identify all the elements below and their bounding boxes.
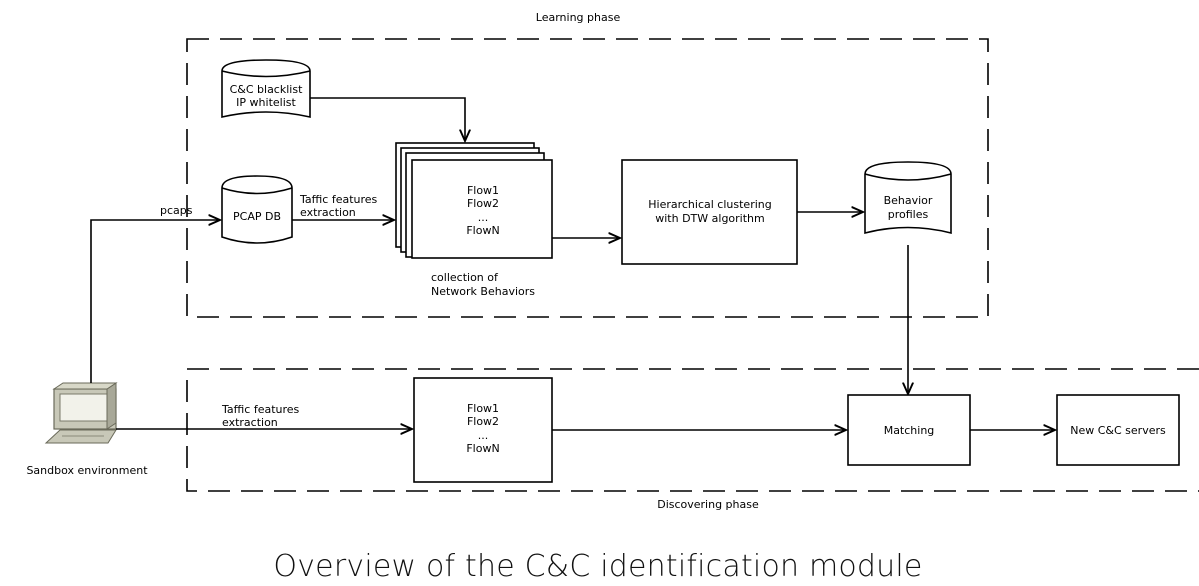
clustering-line1: Hierarchical clustering bbox=[648, 198, 771, 211]
whitelist-label: IP whitelist bbox=[236, 96, 296, 109]
pcap-db-label: PCAP DB bbox=[233, 210, 281, 223]
flow-top-3: ... bbox=[478, 211, 489, 224]
sandbox-computer-icon: Sandbox environment bbox=[26, 382, 148, 477]
learning-phase-label: Learning phase bbox=[536, 11, 621, 24]
discovering-phase-frame: Discovering phase bbox=[186, 368, 1199, 511]
discovering-phase-label: Discovering phase bbox=[657, 498, 759, 511]
learning-phase-frame: Learning phase bbox=[186, 11, 989, 318]
flows-bottom-box: Flow1 Flow2 ... FlowN bbox=[413, 377, 553, 483]
flow-top-2: Flow2 bbox=[467, 197, 499, 210]
pcaps-connector: pcaps bbox=[90, 204, 220, 383]
clustering-box: Hierarchical clustering with DTW algorit… bbox=[621, 159, 798, 265]
traffic-extraction-top-connector: Taffic features extraction bbox=[292, 193, 394, 220]
clustering-line2: with DTW algorithm bbox=[655, 212, 764, 225]
flow-bottom-1: Flow1 bbox=[467, 402, 499, 415]
behavior-profiles-database: Behavior profiles bbox=[864, 161, 952, 235]
flow-bottom-2: Flow2 bbox=[467, 415, 499, 428]
sandbox-label: Sandbox environment bbox=[26, 464, 148, 477]
flow-bottom-n: FlowN bbox=[466, 442, 499, 455]
pcap-database: PCAP DB bbox=[221, 175, 293, 244]
new-servers-label: New C&C servers bbox=[1070, 424, 1166, 437]
flow-top-1: Flow1 bbox=[467, 184, 499, 197]
traffic-extraction-bottom-line1: Taffic features bbox=[221, 403, 300, 416]
figure-caption: Overview of the C&C identification modul… bbox=[273, 549, 922, 584]
blacklist-database: C&C blacklist IP whitelist bbox=[221, 59, 311, 119]
traffic-extraction-top-line2: extraction bbox=[300, 206, 356, 219]
matching-box: Matching bbox=[847, 394, 971, 466]
collection-label-line1: collection of bbox=[431, 271, 499, 284]
traffic-extraction-top-line1: Taffic features bbox=[299, 193, 378, 206]
flows-collection-stack: Flow1 Flow2 ... FlowN bbox=[395, 142, 553, 259]
traffic-extraction-bottom-line2: extraction bbox=[222, 416, 278, 429]
blacklist-to-flows-arrow bbox=[310, 97, 465, 141]
flow-bottom-3: ... bbox=[478, 429, 489, 442]
flow-top-n: FlowN bbox=[466, 224, 499, 237]
traffic-extraction-bottom-connector: Taffic features extraction bbox=[116, 403, 412, 429]
behavior-profiles-line2: profiles bbox=[888, 208, 929, 221]
new-servers-box: New C&C servers bbox=[1056, 394, 1180, 466]
pcaps-label: pcaps bbox=[160, 204, 193, 217]
behavior-profiles-line1: Behavior bbox=[884, 194, 933, 207]
matching-label: Matching bbox=[884, 424, 935, 437]
blacklist-label: C&C blacklist bbox=[230, 83, 303, 96]
collection-label-line2: Network Behaviors bbox=[431, 285, 535, 298]
